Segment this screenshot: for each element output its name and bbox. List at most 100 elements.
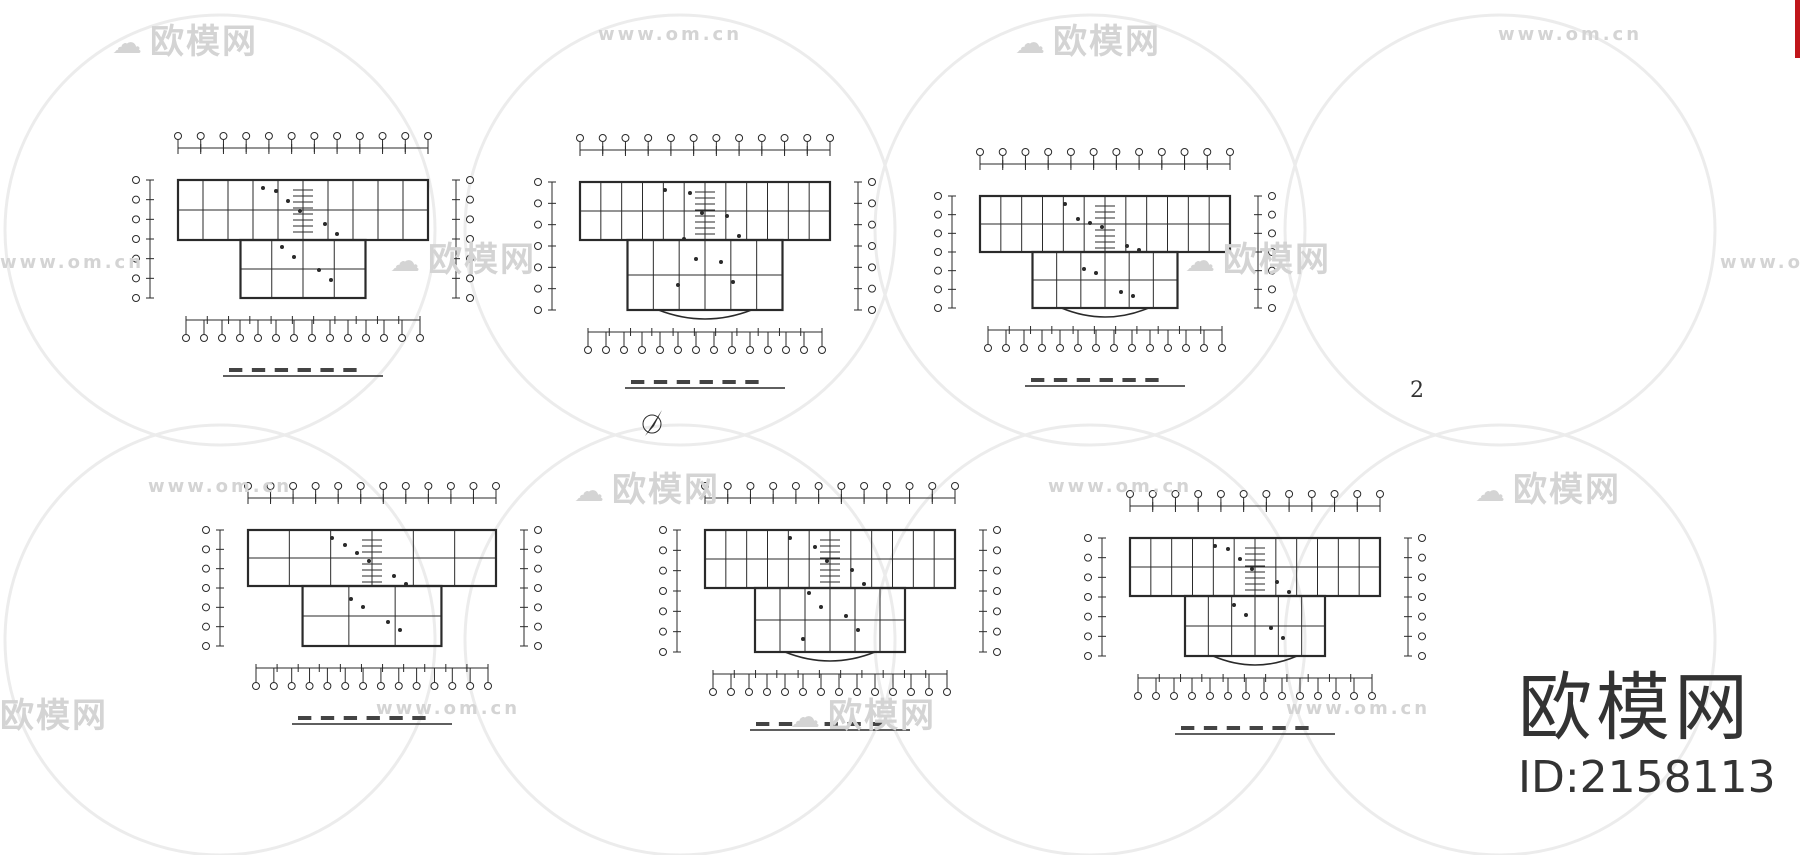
grid-bubble bbox=[466, 682, 475, 690]
grid-bubble bbox=[817, 688, 825, 696]
grid-bubble bbox=[341, 682, 350, 690]
grid-bubble bbox=[976, 148, 984, 156]
grid-bubble bbox=[266, 482, 275, 490]
grid-bubble bbox=[1044, 148, 1053, 156]
grid-bubble bbox=[727, 688, 735, 696]
grid-bubble bbox=[860, 482, 869, 490]
fixture-symbol bbox=[1076, 217, 1080, 221]
grid-bubble bbox=[202, 642, 210, 650]
grid-bubble bbox=[712, 134, 721, 142]
grid-bubble bbox=[925, 688, 933, 696]
fixture-symbol bbox=[737, 234, 741, 238]
grid-bubble bbox=[934, 304, 942, 312]
grid-bubble bbox=[492, 482, 500, 490]
grid-bubble bbox=[132, 254, 140, 263]
cloud-logo-icon: ☁ bbox=[574, 474, 606, 509]
grid-bubble bbox=[826, 134, 834, 142]
fixture-symbol bbox=[292, 255, 296, 259]
grid-bubble bbox=[534, 584, 542, 592]
grid-bubble bbox=[412, 682, 421, 690]
title-text-mark bbox=[320, 368, 334, 372]
grid-bubble bbox=[1038, 344, 1046, 352]
grid-bubble bbox=[871, 688, 879, 696]
grid-bubble bbox=[305, 682, 314, 690]
fixture-symbol bbox=[1082, 267, 1086, 271]
grid-bubble bbox=[951, 482, 959, 490]
fixture-symbol bbox=[1250, 567, 1254, 571]
grid-bubble bbox=[1146, 344, 1154, 352]
fixture-symbol bbox=[298, 209, 302, 213]
grid-bubble bbox=[466, 235, 474, 243]
grid-bubble bbox=[1296, 692, 1304, 700]
bay-window-arc bbox=[1212, 655, 1298, 666]
grid-bubble bbox=[735, 134, 744, 142]
grid-bubble bbox=[174, 132, 182, 140]
grid-bubble bbox=[656, 346, 664, 354]
grid-bubble bbox=[1200, 344, 1208, 352]
fixture-symbol bbox=[682, 237, 686, 241]
grid-bubble bbox=[928, 482, 937, 490]
grid-bubble bbox=[993, 627, 1001, 636]
grid-bubble bbox=[1074, 344, 1082, 352]
grid-bubble bbox=[868, 284, 876, 293]
grid-bubble bbox=[1226, 148, 1234, 156]
fixture-symbol bbox=[261, 186, 265, 190]
grid-bubble bbox=[723, 482, 732, 490]
grid-bubble bbox=[1332, 692, 1340, 700]
grid-bubble bbox=[1418, 534, 1426, 542]
grid-bubble bbox=[484, 682, 492, 690]
fixture-symbol bbox=[700, 211, 704, 215]
brand-id: ID:2158113 bbox=[1518, 752, 1776, 803]
grid-bubble bbox=[638, 346, 646, 354]
grid-bubble bbox=[853, 688, 861, 696]
title-text-mark bbox=[778, 722, 793, 726]
grid-bubble bbox=[659, 587, 667, 595]
grid-bubble bbox=[889, 688, 897, 696]
watermark-circle bbox=[1283, 423, 1717, 855]
watermark-circle bbox=[3, 423, 437, 855]
fixture-symbol bbox=[323, 222, 327, 226]
grid-bubble bbox=[659, 607, 667, 616]
fixture-symbol bbox=[819, 605, 823, 609]
page-number: 2 bbox=[1410, 378, 1424, 403]
watermark-circle bbox=[873, 13, 1307, 447]
title-text-mark bbox=[1099, 378, 1113, 382]
fixture-symbol bbox=[392, 574, 396, 578]
grid-bubble bbox=[993, 566, 1001, 575]
grid-bubble bbox=[1112, 148, 1121, 156]
cloud-logo-icon: ☁ bbox=[112, 26, 144, 61]
fixture-symbol bbox=[1232, 603, 1236, 607]
grid-bubble bbox=[659, 526, 667, 534]
grid-bubble bbox=[218, 334, 226, 342]
grid-bubble bbox=[868, 178, 876, 186]
fixture-symbol bbox=[1063, 202, 1067, 206]
grid-bubble bbox=[1330, 490, 1339, 498]
watermark-url: www.om.cn bbox=[0, 252, 145, 273]
grid-bubble bbox=[1278, 692, 1286, 700]
grid-bubble bbox=[1307, 490, 1316, 498]
grid-bubble bbox=[466, 294, 474, 302]
grid-bubble bbox=[534, 642, 542, 650]
grid-bubble bbox=[219, 132, 228, 140]
cloud-logo-icon: ☁ bbox=[790, 700, 822, 735]
grid-bubble bbox=[242, 132, 251, 140]
grid-bubble bbox=[466, 215, 474, 224]
title-text-mark bbox=[298, 716, 312, 720]
grid-bubble bbox=[993, 648, 1001, 656]
grid-bubble bbox=[814, 482, 823, 490]
fixture-symbol bbox=[274, 189, 278, 193]
grid-bubble bbox=[620, 346, 628, 354]
grid-bubble bbox=[907, 688, 915, 696]
grid-bubble bbox=[803, 134, 812, 142]
bay-window-arc bbox=[658, 309, 752, 320]
cloud-logo-icon: ☁ bbox=[1475, 474, 1507, 509]
grid-bubble bbox=[1418, 612, 1426, 621]
grid-bubble bbox=[934, 229, 942, 238]
fixture-symbol bbox=[663, 188, 667, 192]
title-text-mark bbox=[343, 716, 358, 720]
grid-bubble bbox=[1268, 248, 1276, 256]
title-text-mark bbox=[745, 380, 759, 384]
grid-bubble bbox=[1164, 344, 1172, 352]
